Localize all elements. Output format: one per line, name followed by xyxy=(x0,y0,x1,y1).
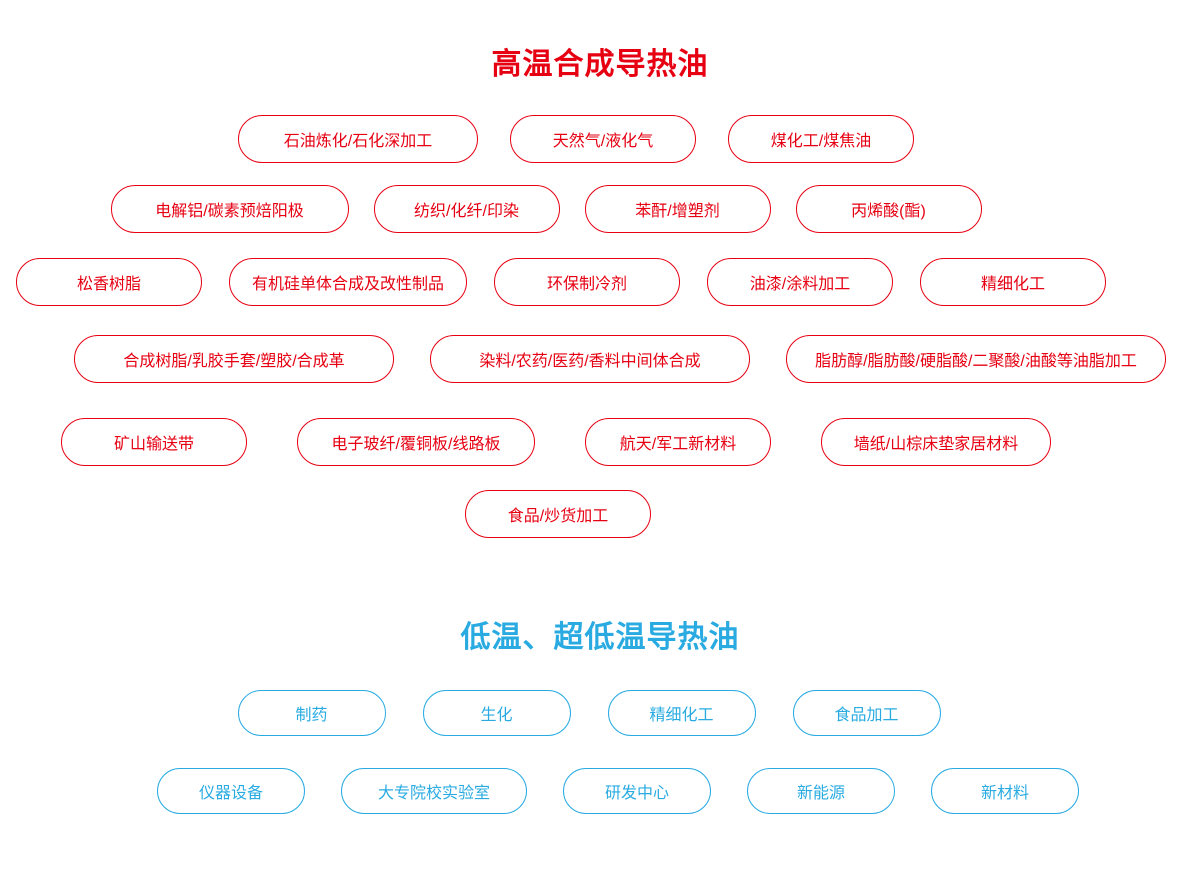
pill-row: 合成树脂/乳胶手套/塑胶/合成革 染料/农药/医药/香料中间体合成 脂肪醇/脂肪… xyxy=(20,335,1200,383)
category-pill-paint-coating[interactable]: 油漆/涂料加工 xyxy=(707,258,893,306)
category-pill-organosilicon[interactable]: 有机硅单体合成及改性制品 xyxy=(229,258,467,306)
pill-row: 制药 生化 精细化工 食品加工 xyxy=(0,690,1189,736)
category-pill-fatty-alcohol-oil-processing[interactable]: 脂肪醇/脂肪酸/硬脂酸/二聚酸/油酸等油脂加工 xyxy=(786,335,1166,383)
category-pill-fine-chemical-low[interactable]: 精细化工 xyxy=(607,690,756,736)
category-pill-electrolytic-aluminum[interactable]: 电解铝/碳素预焙阳极 xyxy=(110,185,349,233)
pill-row: 矿山输送带 电子玻纤/覆铜板/线路板 航天/军工新材料 墙纸/山棕床垫家居材料 xyxy=(0,418,1156,466)
category-pill-rosin-resin[interactable]: 松香树脂 xyxy=(16,258,202,306)
high-temp-section-title: 高温合成导热油 xyxy=(491,48,709,81)
category-pill-new-material[interactable]: 新材料 xyxy=(931,768,1079,814)
high-temp-section: 高温合成导热油 石油炼化/石化深加工 天然气/液化气 煤化工/煤焦油 电解铝/碳… xyxy=(0,47,1200,538)
pill-row: 电解铝/碳素预焙阳极 纺织/化纤/印染 苯酐/增塑剂 丙烯酸(酯) xyxy=(0,185,1146,233)
category-pill-new-energy[interactable]: 新能源 xyxy=(747,768,895,814)
low-temp-section-title: 低温、超低温导热油 xyxy=(460,621,740,654)
category-pill-fine-chemical-high[interactable]: 精细化工 xyxy=(920,258,1106,306)
category-pill-synthetic-resin[interactable]: 合成树脂/乳胶手套/塑胶/合成革 xyxy=(74,335,394,383)
pill-row: 石油炼化/石化深加工 天然气/液化气 煤化工/煤焦油 xyxy=(0,115,1176,163)
low-temp-section: 低温、超低温导热油 制药 生化 精细化工 食品加工 仪器设备 大专院校实验室 研… xyxy=(0,620,1200,814)
category-pill-phthalic-anhydride[interactable]: 苯酐/增塑剂 xyxy=(584,185,771,233)
category-pill-electronic-fiberglass[interactable]: 电子玻纤/覆铜板/线路板 xyxy=(297,418,535,466)
category-pill-rd-center[interactable]: 研发中心 xyxy=(563,768,711,814)
pill-row: 仪器设备 大专院校实验室 研发中心 新能源 新材料 xyxy=(18,768,1200,814)
category-pill-wallpaper-home-materials[interactable]: 墙纸/山棕床垫家居材料 xyxy=(821,418,1051,466)
category-pill-instrument-equipment[interactable]: 仪器设备 xyxy=(157,768,305,814)
pill-row: 松香树脂 有机硅单体合成及改性制品 环保制冷剂 油漆/涂料加工 精细化工 xyxy=(0,258,1161,306)
pill-row: 食品/炒货加工 xyxy=(0,490,1158,538)
category-pill-eco-refrigerant[interactable]: 环保制冷剂 xyxy=(494,258,680,306)
category-pill-dye-pharma-intermediate[interactable]: 染料/农药/医药/香料中间体合成 xyxy=(430,335,750,383)
category-pill-pharmaceutical[interactable]: 制药 xyxy=(237,690,386,736)
category-pill-food-processing[interactable]: 食品加工 xyxy=(792,690,941,736)
category-pill-mine-conveyor-belt[interactable]: 矿山输送带 xyxy=(61,418,247,466)
category-pill-biochemical[interactable]: 生化 xyxy=(422,690,571,736)
category-pill-college-laboratory[interactable]: 大专院校实验室 xyxy=(341,768,527,814)
category-pill-food-roasting[interactable]: 食品/炒货加工 xyxy=(465,490,651,538)
category-pill-natural-gas[interactable]: 天然气/液化气 xyxy=(510,115,696,163)
category-pill-coal-chemical[interactable]: 煤化工/煤焦油 xyxy=(728,115,914,163)
category-pill-acrylic-acid[interactable]: 丙烯酸(酯) xyxy=(795,185,982,233)
category-pill-textile[interactable]: 纺织/化纤/印染 xyxy=(373,185,560,233)
category-pill-petroleum-refining[interactable]: 石油炼化/石化深加工 xyxy=(238,115,478,163)
category-pill-aerospace-military[interactable]: 航天/军工新材料 xyxy=(585,418,771,466)
